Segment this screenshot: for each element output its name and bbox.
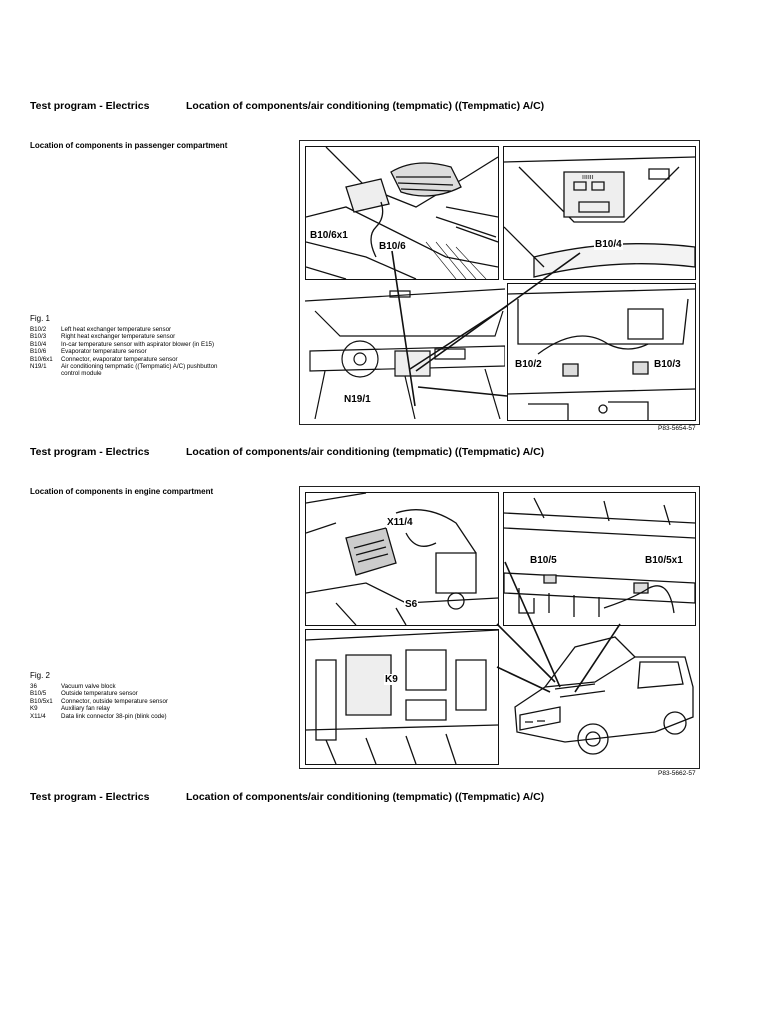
- figure-passenger-compartment: B10/6x1 B10/6 ıııııı B10/4: [299, 140, 700, 425]
- legend-row: N19/1 Air conditioning tempmatic ((Tempma…: [30, 363, 241, 378]
- section-title: Location of components in engine compart…: [30, 487, 214, 496]
- callout-label: B10/2: [514, 359, 543, 370]
- legend-desc: Evaporator temperature sensor: [61, 348, 147, 356]
- legend-row: 36 Vacuum valve block: [30, 683, 241, 690]
- figure-label: Fig. 1: [30, 314, 51, 323]
- legend: B10/2 Left heat exchanger temperature sen…: [30, 326, 241, 378]
- legend-code: B10/6x1: [30, 355, 53, 363]
- legend-row: B10/2 Left heat exchanger temperature sen…: [30, 326, 241, 333]
- evaporator-drawing: [306, 147, 498, 279]
- legend-row: B10/3 Right heat exchanger temperature se…: [30, 333, 241, 340]
- diagram-evaporator-area: B10/6x1 B10/6: [305, 146, 499, 280]
- legend: 36 Vacuum valve block B10/5 Outside temper…: [30, 683, 241, 720]
- diagram-overhead-console: ıııııı B10/4: [503, 146, 696, 280]
- callout-label: X11/4: [386, 517, 414, 528]
- callout-label: B10/6: [378, 241, 407, 252]
- header-right: Location of components/air conditioning …: [186, 791, 545, 803]
- header-right: Location of components/air conditioning …: [186, 446, 545, 458]
- header-left: Test program - Electrics: [30, 791, 150, 803]
- relay-drawing: [306, 630, 498, 764]
- legend-row: B10/5 Outside temperature sensor: [30, 690, 241, 697]
- image-reference: P83-5654-57: [658, 425, 696, 432]
- figure-engine-compartment: X11/4 S6 B10/5 B10/5x1: [299, 486, 700, 769]
- legend-code: B10/5: [30, 690, 47, 698]
- header-left: Test program - Electrics: [30, 100, 150, 112]
- legend-row: B10/4 In-car temperature sensor with aspi…: [30, 341, 241, 348]
- legend-code: B10/5x1: [30, 697, 53, 705]
- console-logo: ıııııı: [582, 174, 594, 181]
- legend-row: B10/5x1 Connector, outside temperature se…: [30, 698, 241, 705]
- legend-code: K9: [30, 705, 38, 713]
- diagram-outside-temp-sensor: B10/5 B10/5x1: [503, 492, 696, 626]
- legend-code: N19/1: [30, 363, 47, 371]
- diagram-aux-fan-relay: K9: [305, 629, 499, 765]
- diagram-dashboard: N19/1: [305, 281, 505, 419]
- legend-desc: In-car temperature sensor with aspirator…: [61, 340, 215, 348]
- legend-desc: Auxiliary fan relay: [61, 705, 110, 713]
- legend-code: B10/6: [30, 348, 47, 356]
- legend-code: B10/3: [30, 333, 47, 341]
- header-right: Location of components/air conditioning …: [186, 100, 545, 112]
- diagram-heat-exchanger-sensors: B10/2 B10/3: [507, 283, 696, 421]
- legend-code: 36: [30, 683, 37, 690]
- image-reference: P83-5662-57: [658, 770, 696, 777]
- legend-code: X11/4: [30, 712, 46, 720]
- diagram-data-link-connector: X11/4 S6: [305, 492, 499, 626]
- vehicle-drawing: [514, 636, 694, 755]
- legend-code: B10/2: [30, 326, 47, 333]
- legend-desc: Right heat exchanger temperature sensor: [61, 333, 176, 341]
- legend-desc: Data link connector 38-pin (blink code): [61, 712, 167, 720]
- legend-desc: Connector, outside temperature sensor: [61, 697, 168, 705]
- legend-row: B10/6x1 Connector, evaporator temperature…: [30, 356, 241, 363]
- legend-row: X11/4 Data link connector 38-pin (blink c…: [30, 713, 241, 720]
- legend-row: B10/6 Evaporator temperature sensor: [30, 348, 241, 355]
- legend-desc: Outside temperature sensor: [61, 690, 138, 698]
- legend-code: B10/4: [30, 340, 47, 348]
- legend-desc: Vacuum valve block: [61, 683, 116, 690]
- legend-desc: Connector, evaporator temperature sensor: [61, 355, 178, 363]
- section-title: Location of components in passenger comp…: [30, 141, 228, 150]
- diagram-vehicle: [505, 627, 695, 763]
- legend-desc: Left heat exchanger temperature sensor: [61, 326, 172, 333]
- callout-label: B10/3: [653, 359, 682, 370]
- header-left: Test program - Electrics: [30, 446, 150, 458]
- dashboard-drawing: [305, 288, 505, 419]
- callout-label: S6: [404, 599, 419, 610]
- figure-label: Fig. 2: [30, 671, 51, 680]
- heat-exchanger-drawing: [508, 288, 695, 420]
- overhead-console-drawing: ıııııı: [504, 156, 695, 278]
- callout-label: K9: [384, 674, 399, 685]
- callout-label: B10/4: [594, 239, 623, 250]
- legend-row: K9 Auxiliary fan relay: [30, 705, 241, 712]
- callout-label: B10/5: [529, 555, 558, 566]
- callout-label: N19/1: [343, 394, 372, 405]
- callout-label: B10/6x1: [309, 230, 349, 241]
- legend-desc: Air conditioning tempmatic ((Tempmatic) …: [61, 363, 218, 378]
- data-link-drawing: [306, 493, 498, 625]
- callout-label: B10/5x1: [644, 555, 684, 566]
